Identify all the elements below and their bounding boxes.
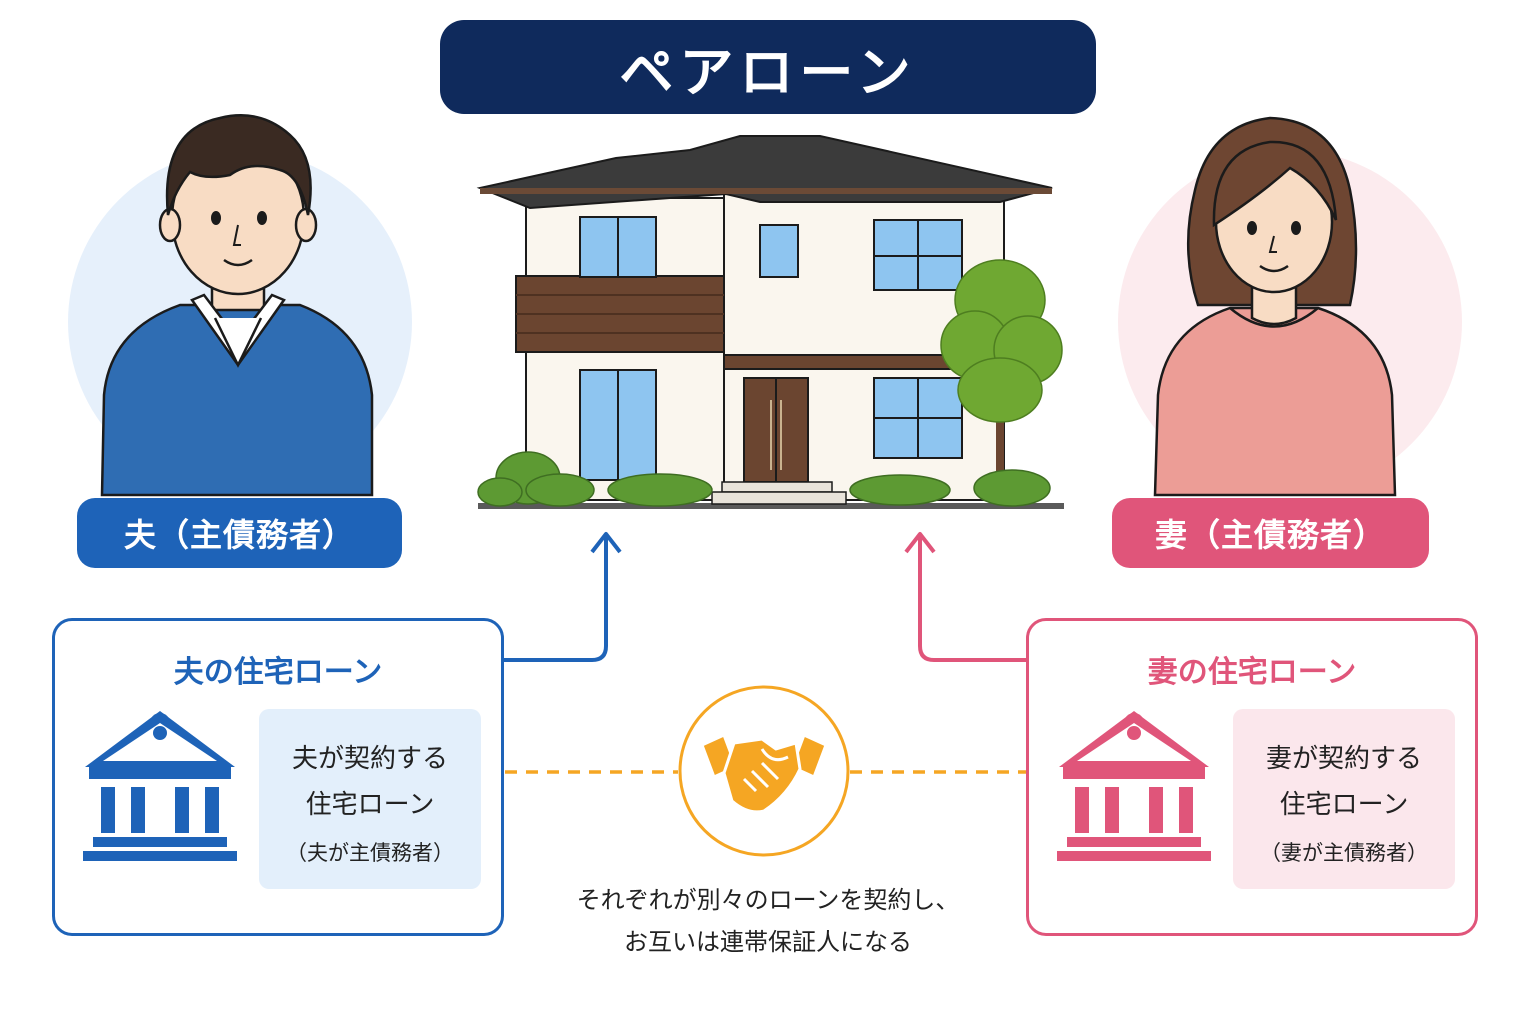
husband-contract-line2: 住宅ローン: [305, 790, 435, 820]
husband-label: 夫（主債務者）: [77, 498, 402, 568]
husband-loan-box: 夫の住宅ローン 夫が契約する 住宅ローン （夫が主債務者）: [52, 618, 504, 936]
husband-contract-note: （夫が主債務者）: [286, 841, 454, 865]
wife-loan-box: 妻の住宅ローン 妻が契約する 住宅ローン （妻が主債務者）: [1026, 618, 1478, 936]
wife-contract-note: （妻が主債務者）: [1260, 841, 1428, 865]
wife-contract-line2: 住宅ローン: [1279, 790, 1409, 820]
page-title: ペアローン: [440, 20, 1096, 114]
wife-label: 妻（主債務者）: [1112, 498, 1429, 568]
bank-icon: [83, 711, 237, 861]
wife-loan-title: 妻の住宅ローン: [1147, 655, 1357, 690]
husband-contract-card: 夫が契約する 住宅ローン （夫が主債務者）: [259, 709, 481, 889]
wife-contract-line1: 妻が契約する: [1265, 744, 1422, 774]
husband-contract-line1: 夫が契約する: [291, 744, 448, 774]
caption-line2: お互いは連帯保証人になる: [624, 928, 912, 956]
caption-line1: それぞれが別々のローンを契約し、: [576, 886, 960, 914]
wife-contract-card: 妻が契約する 住宅ローン （妻が主債務者）: [1233, 709, 1455, 889]
husband-loan-title: 夫の住宅ローン: [173, 655, 383, 690]
bank-icon: [1057, 711, 1211, 861]
handshake-icon: [678, 685, 850, 857]
